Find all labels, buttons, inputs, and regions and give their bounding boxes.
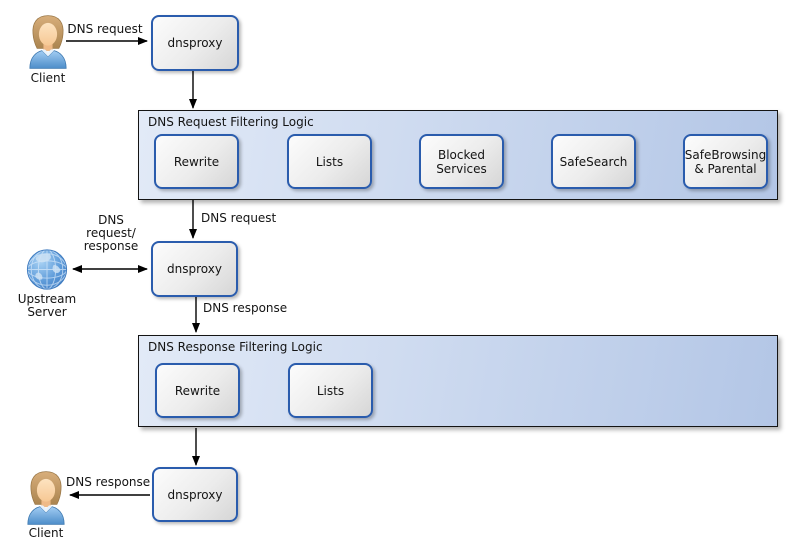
- step-rewrite: Rewrite: [154, 134, 239, 189]
- dnsproxy-mid-node: dnsproxy: [151, 241, 238, 297]
- person-icon: [29, 15, 67, 69]
- client-bottom-actor: [26, 470, 66, 526]
- step-safebrowsing-parental: SafeBrowsing & Parental: [683, 134, 768, 189]
- dnsproxy-bottom-node: dnsproxy: [152, 467, 238, 522]
- globe-icon: [26, 249, 68, 290]
- edge-label-proxy-to-client: DNS response: [66, 475, 151, 489]
- edge-label-proxy-to-filter: DNS response: [203, 301, 288, 315]
- response-filter-title: DNS Response Filtering Logic: [148, 340, 323, 354]
- step-rewrite-response: Rewrite: [155, 363, 240, 418]
- response-filter-group: DNS Response Filtering Logic Rewrite Lis…: [138, 335, 778, 427]
- client-bottom-label: Client: [28, 526, 64, 540]
- step-lists: Lists: [287, 134, 372, 189]
- step-safesearch: SafeSearch: [551, 134, 636, 189]
- request-filter-title: DNS Request Filtering Logic: [148, 115, 314, 129]
- step-lists-response: Lists: [288, 363, 373, 418]
- upstream-server-actor: [25, 247, 69, 292]
- request-filter-group: DNS Request Filtering Logic Rewrite List…: [138, 110, 778, 200]
- upstream-server-label: Upstream Server: [17, 292, 77, 319]
- client-top-label: Client: [30, 71, 66, 85]
- dnsproxy-top-node: dnsproxy: [151, 15, 239, 71]
- person-icon: [27, 471, 65, 525]
- step-blocked-services: Blocked Services: [419, 134, 504, 189]
- edge-label-filter-to-proxy: DNS request: [201, 211, 277, 225]
- client-top-actor: [28, 14, 68, 70]
- edge-label-upstream-link: DNS request/ response: [83, 213, 139, 253]
- edge-label-client-to-proxy: DNS request: [67, 22, 143, 36]
